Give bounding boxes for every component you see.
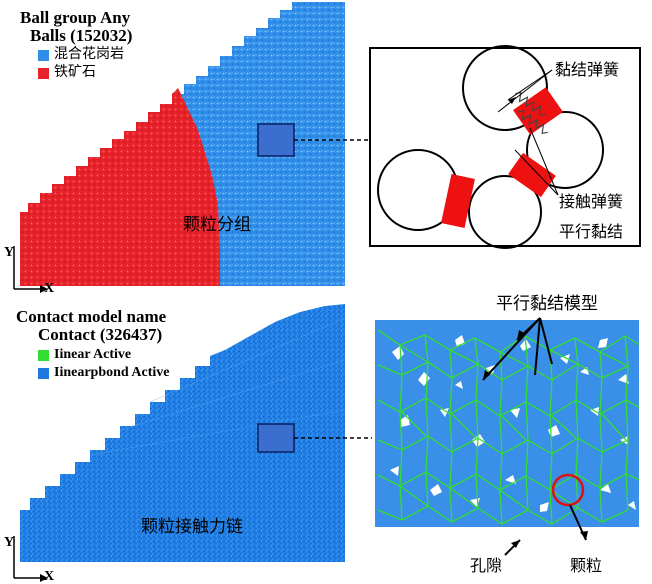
bottom-legend-item-linearpbond: Iinearpbond Active [38, 365, 170, 381]
bottom-title-line1: Contact model name [16, 307, 167, 326]
bottom-slope-model [20, 304, 372, 562]
parallel-bond-block [508, 152, 556, 198]
legend-label: 混合花岗岩 [54, 47, 124, 62]
pore-label: 孔隙 [470, 558, 503, 575]
legend-label: Iinear Active [54, 347, 132, 362]
top-title-line2: Balls (152032) [30, 26, 133, 45]
bottom-axis-x-label: X [44, 569, 55, 584]
legend-swatch-green [38, 349, 49, 361]
bottom-axis-y-label: Y [4, 535, 15, 550]
selection-box-bottom [257, 423, 295, 453]
contact-chain-region [20, 304, 345, 562]
contact-spring-label: 接触弹簧 [559, 194, 624, 211]
top-axis-y-label: Y [4, 245, 15, 260]
parallel-bond-model-label: 平行黏结模型 [496, 294, 598, 313]
bottom-title-line2: Contact (326437) [38, 325, 163, 344]
legend-swatch-blue [38, 367, 49, 379]
particle-circle [526, 111, 604, 189]
top-legend-item-iron-ore: 铁矿石 [38, 65, 96, 81]
selection-box-top [257, 123, 295, 157]
particle-highlight-ring [551, 473, 585, 507]
top-legend-item-granite: 混合花岗岩 [38, 47, 124, 63]
legend-swatch-red [38, 67, 49, 79]
parallel-bond-label: 平行黏结 [559, 224, 624, 241]
bottom-legend-item-linear: Iinear Active [38, 347, 131, 363]
axis-triad-top [13, 246, 48, 293]
bond-schematic-inset [369, 45, 641, 249]
parallel-bond-block [513, 87, 563, 135]
particle-circle [468, 175, 542, 249]
legend-swatch-blue [38, 49, 49, 61]
bottom-center-label: 颗粒接触力链 [141, 517, 243, 536]
bond-spring-icon [515, 91, 545, 117]
top-axis-x-label: X [44, 281, 55, 296]
bond-network-inset [375, 317, 639, 556]
particle-label: 颗粒 [570, 558, 603, 575]
top-title-line1: Ball group Any [20, 8, 131, 27]
parallel-bond-block [441, 174, 475, 228]
legend-label: 铁矿石 [54, 65, 96, 80]
axis-triad-bottom [13, 536, 48, 582]
bond-spring-icon [518, 109, 548, 135]
iron-ore-region [20, 88, 220, 286]
bond-spring-label: 黏结弹簧 [555, 62, 620, 79]
legend-label: Iinearpbond Active [54, 365, 170, 380]
particle-circle [462, 45, 548, 131]
top-slope-model [20, 2, 370, 286]
top-center-label: 颗粒分组 [183, 215, 251, 234]
